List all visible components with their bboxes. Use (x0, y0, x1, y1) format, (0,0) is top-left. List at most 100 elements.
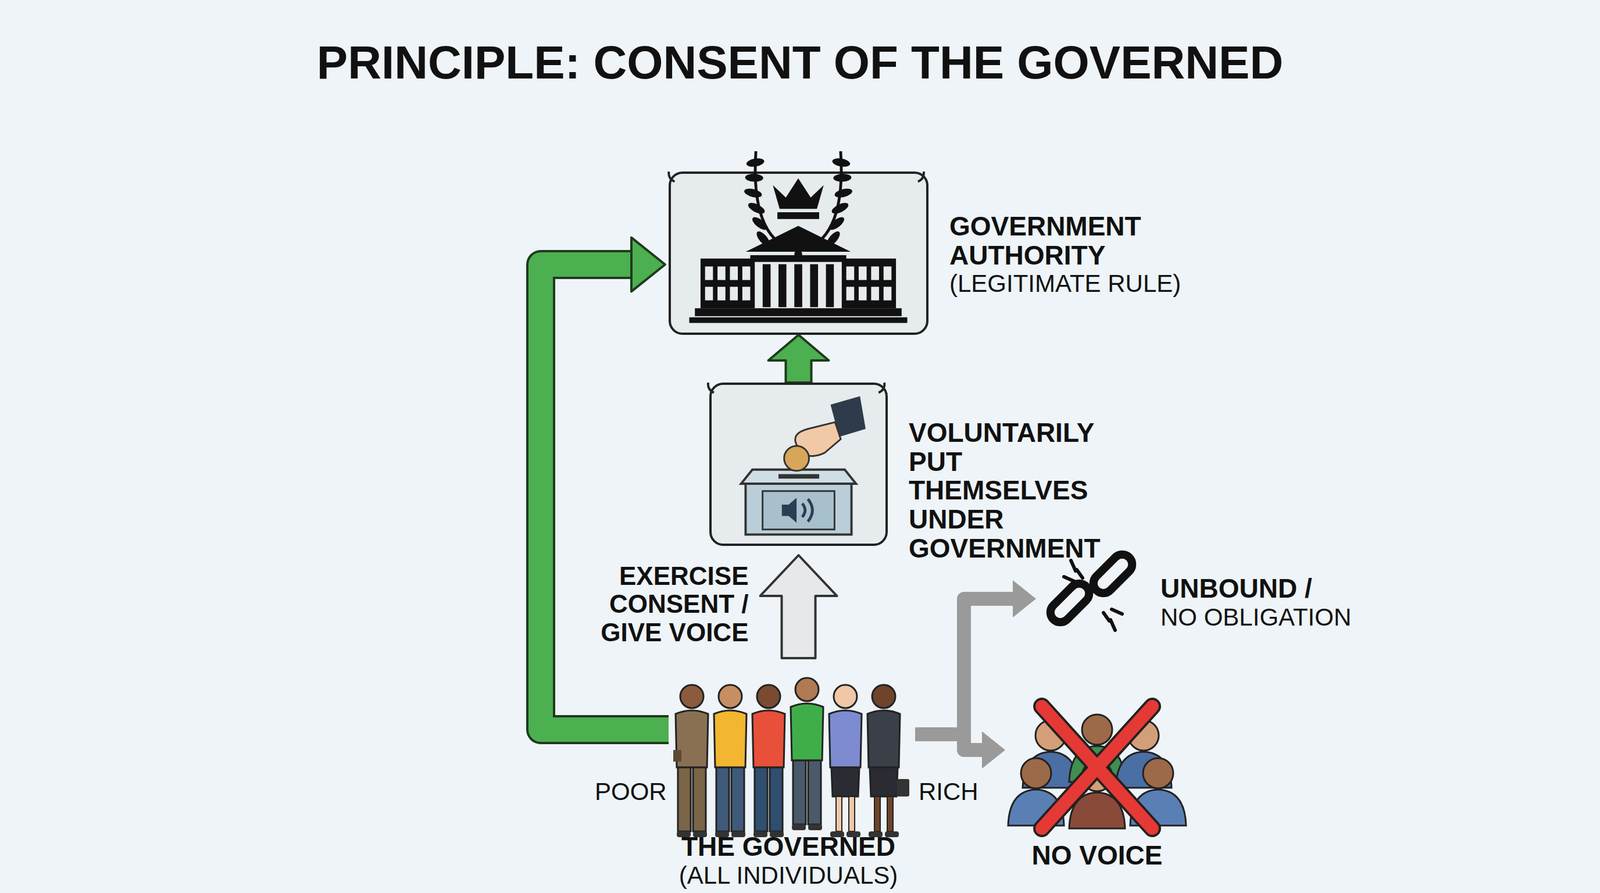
coin (784, 445, 810, 471)
outside-label: GOVERNMENT AUTHORITY(LEGITIMATE RULE) (949, 212, 1181, 299)
node-heading: NO VOICE (975, 841, 1220, 871)
connector (540, 237, 669, 730)
speaker-panel (762, 491, 835, 530)
node-heading: UNBOUND / (1160, 574, 1352, 604)
head (872, 684, 896, 709)
leg (874, 796, 881, 832)
head (833, 684, 857, 709)
node-heading: THE GOVERNED (633, 832, 944, 862)
head (795, 677, 819, 702)
connector (768, 334, 830, 383)
chain-link (1046, 579, 1094, 627)
torso (790, 703, 824, 761)
edge-label: EXERCISE CONSENT / GIVE VOICE (556, 562, 749, 647)
diagram-title: PRINCIPLE: CONSENT OF THE GOVERNED (0, 36, 1600, 90)
block-arrow (768, 334, 830, 383)
leg (677, 767, 691, 832)
base-step (694, 308, 902, 317)
torso (829, 710, 862, 768)
head (718, 684, 742, 709)
head (680, 684, 704, 709)
window (717, 286, 726, 300)
no-voice-illustration (1009, 694, 1185, 864)
box-tab (708, 382, 885, 393)
leg (887, 796, 894, 832)
torso (713, 710, 747, 768)
skirt (831, 767, 860, 797)
connector (760, 555, 838, 659)
shoe (791, 824, 806, 831)
window (717, 266, 726, 280)
outside-label: VOLUNTARILY PUT THEMSELVES UNDER GOVERNM… (908, 418, 1101, 563)
torso (752, 710, 785, 768)
caption-block: NO VOICE (975, 841, 1220, 871)
skirt (869, 767, 898, 797)
leg (836, 796, 842, 832)
window (742, 286, 751, 300)
ballot-box: VOLUNTARILY PUT THEMSELVES UNDER GOVERNM… (709, 382, 888, 546)
window (846, 266, 855, 280)
group-label: RICH (918, 777, 979, 806)
block-arrow (760, 555, 838, 659)
arrowhead (1012, 580, 1037, 618)
node-subtitle: (ALL INDIVIDUALS) (633, 861, 944, 890)
laurel-leaf (833, 187, 853, 200)
window (729, 266, 738, 280)
window (858, 286, 867, 300)
entablature (750, 255, 846, 263)
head (1020, 758, 1052, 789)
node-subtitle: (LEGITIMATE RULE) (949, 269, 1181, 298)
wing (841, 258, 896, 309)
green-connector-outline (540, 264, 669, 730)
red-cross (1041, 706, 1153, 829)
gray-connector (915, 734, 987, 750)
leg (808, 760, 821, 825)
connector (915, 731, 1006, 769)
window (729, 286, 738, 300)
window (742, 266, 751, 280)
crown (772, 178, 824, 209)
crown-band (777, 212, 820, 220)
leg (754, 767, 768, 832)
speaker (781, 497, 797, 523)
head (756, 684, 781, 709)
box-body (745, 483, 852, 535)
group-label: POOR (594, 777, 667, 806)
leg (731, 767, 745, 832)
window (705, 266, 714, 280)
column (762, 263, 771, 307)
leg (716, 767, 730, 832)
wing (700, 258, 755, 309)
cross-outline (1041, 706, 1153, 829)
column (794, 263, 803, 307)
shoe (808, 824, 823, 831)
window (870, 266, 880, 280)
head (1081, 714, 1113, 745)
patch (673, 750, 682, 762)
torso (867, 710, 900, 768)
green-connector (540, 264, 669, 730)
chain-link (1089, 550, 1137, 598)
arrowhead (981, 731, 1006, 769)
node-subtitle: NO OBLIGATION (1160, 603, 1352, 632)
node-heading: GOVERNMENT AUTHORITY (949, 212, 1171, 270)
node-heading: VOLUNTARILY PUT THEMSELVES UNDER GOVERNM… (908, 418, 1101, 563)
window (846, 286, 855, 300)
head (1143, 758, 1174, 789)
box-lid (741, 469, 857, 484)
ballot-icon (711, 384, 886, 544)
connector (915, 580, 1037, 735)
laurel-leaf (750, 215, 770, 233)
gray-connector (915, 598, 1018, 735)
window (870, 286, 880, 300)
crown-building-icon (670, 173, 927, 333)
window (705, 286, 714, 300)
laurel-leaf (827, 215, 847, 233)
laurel-leaf (743, 187, 763, 200)
laurel-leaf (831, 156, 851, 169)
break-marks (1063, 560, 1123, 631)
slot (778, 474, 820, 480)
caption-block: THE GOVERNED(ALL INDIVIDUALS) (633, 832, 944, 890)
leg (848, 796, 855, 832)
